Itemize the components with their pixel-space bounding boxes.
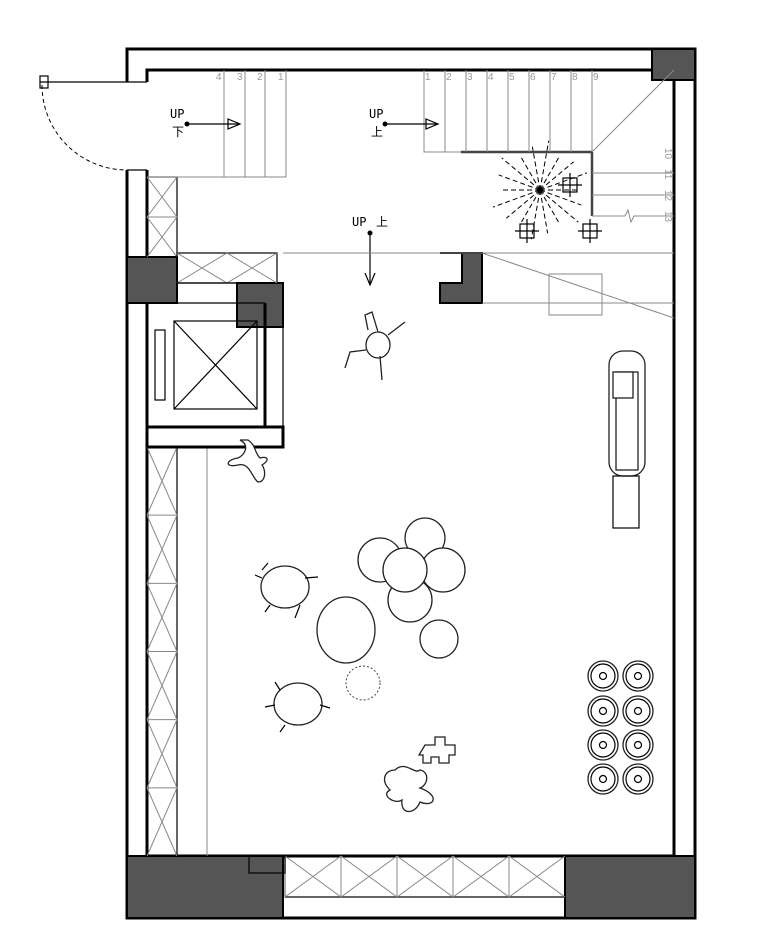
- window-left-lower: [146, 446, 178, 857]
- tread-number: 12: [662, 190, 673, 202]
- chair: [264, 681, 331, 733]
- lounge-sofa: [357, 517, 466, 623]
- tread-number: 3: [237, 72, 243, 83]
- ottoman: [419, 619, 459, 659]
- up-label: UP: [369, 107, 383, 121]
- tread-number: 1: [278, 72, 284, 83]
- tread-number: 7: [551, 72, 557, 83]
- stool: [622, 660, 654, 692]
- up-label: UP: [170, 107, 184, 121]
- window-left-upper: [146, 176, 178, 258]
- tread-number: 3: [467, 72, 473, 83]
- up-label-cn: 上: [371, 125, 383, 139]
- tread-number: 4: [488, 72, 494, 83]
- dog-figure: [227, 439, 268, 483]
- stool: [587, 729, 619, 761]
- side-table: [345, 665, 381, 701]
- stool: [587, 695, 619, 727]
- up-label: UP: [352, 215, 366, 229]
- bean-bag: [316, 596, 376, 664]
- staircase-left[interactable]: 4 3 2 1 UP 下: [147, 70, 287, 178]
- entry-door[interactable]: [39, 75, 128, 171]
- spotlight-icon: [515, 173, 602, 243]
- person-figure: [344, 311, 406, 381]
- tread-number: 1: [425, 72, 431, 83]
- tread-number: 5: [509, 72, 515, 83]
- stool: [622, 729, 654, 761]
- tread-number: 13: [662, 211, 673, 223]
- tread-number: 9: [593, 72, 599, 83]
- tread-number: 4: [216, 72, 222, 83]
- decor-cluster: [417, 736, 456, 764]
- plant: [492, 140, 588, 240]
- stool: [622, 763, 654, 795]
- treadmill: [608, 350, 646, 529]
- exterior-walls: [125, 47, 697, 920]
- down-label-cn: 下: [172, 125, 184, 139]
- stool: [587, 660, 619, 692]
- up-arrow-lower: UP 上: [352, 215, 388, 287]
- tread-number: 11: [662, 169, 673, 180]
- window-top-left: [176, 252, 278, 284]
- up-label-cn: 上: [376, 215, 388, 229]
- stool: [587, 763, 619, 795]
- tread-number: 2: [257, 72, 263, 83]
- stool: [622, 695, 654, 727]
- tread-number: 8: [572, 72, 578, 83]
- chair: [254, 562, 319, 619]
- stools: [587, 660, 654, 795]
- rug: [383, 765, 434, 813]
- window-bottom: [248, 855, 566, 898]
- tread-number: 6: [530, 72, 536, 83]
- elevator[interactable]: [147, 282, 285, 449]
- tread-number: 10: [662, 148, 673, 160]
- tread-number: 2: [446, 72, 452, 83]
